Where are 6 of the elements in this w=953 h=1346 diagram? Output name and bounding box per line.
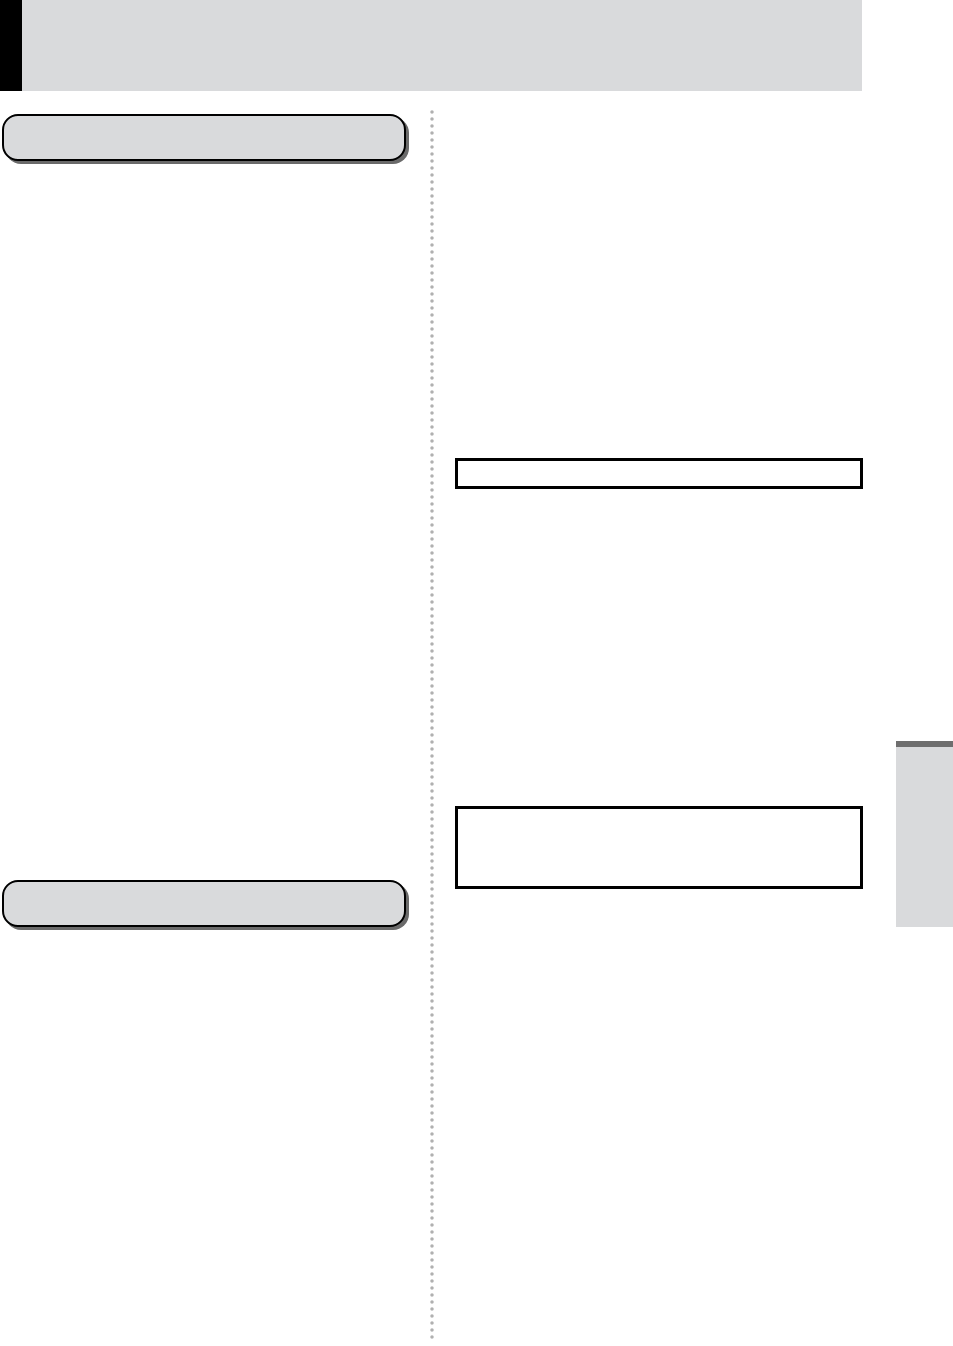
header-band (0, 0, 862, 91)
section-heading-bar (2, 880, 406, 927)
side-tab (896, 741, 953, 927)
outlined-box (455, 806, 863, 889)
outlined-box (455, 458, 863, 489)
section-heading-bar (2, 114, 406, 161)
